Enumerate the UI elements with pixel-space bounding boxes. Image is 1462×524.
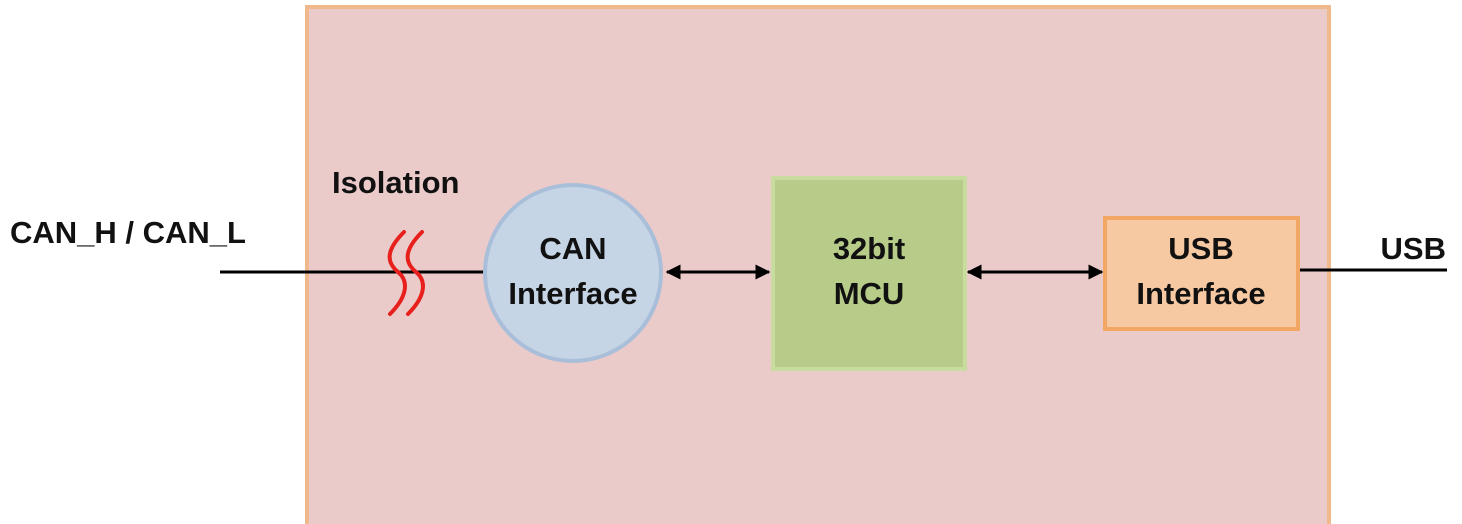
can-interface-label-line1: CAN: [539, 231, 606, 266]
mcu-block: [771, 176, 967, 371]
can-signal-label: CAN_H / CAN_L: [10, 215, 246, 250]
usb-interface-block: [1103, 216, 1300, 331]
usb-interface-label-line1: USB: [1168, 231, 1233, 266]
mcu-label-line1: 32bit: [833, 231, 905, 266]
can-interface-label-line2: Interface: [508, 276, 637, 311]
usb-interface-label-line2: Interface: [1136, 276, 1265, 311]
isolation-icon: [387, 230, 425, 316]
isolation-label: Isolation: [332, 165, 459, 200]
mcu-label-line2: MCU: [834, 276, 905, 311]
usb-signal-label: USB: [1381, 231, 1446, 266]
can-interface-block: [483, 183, 663, 363]
